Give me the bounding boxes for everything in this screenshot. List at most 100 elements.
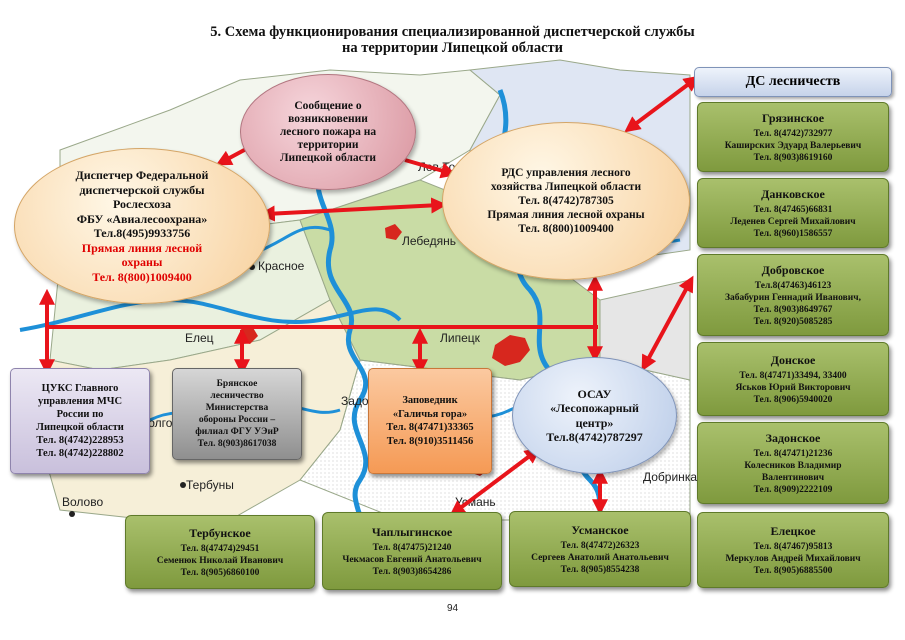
arrow-rds-ds-forestries bbox=[624, 75, 700, 133]
forestry-info: Яськов Юрий Викторович bbox=[735, 382, 851, 393]
map-label-zadonsk: Задо bbox=[341, 394, 369, 408]
forestry-name: Грязинское bbox=[761, 110, 825, 125]
forestry-card-dobrovskoe: Добровское Тел.8(47463)46123 Забабурин Г… bbox=[697, 254, 889, 336]
forestry-info: Тел. 8(905)6860100 bbox=[180, 567, 260, 578]
forestry-info: Валентинович bbox=[761, 472, 825, 483]
federal-phone: Тел.8(495)9933756 bbox=[93, 226, 191, 240]
arrow-osau-to-chaplygin bbox=[449, 447, 541, 517]
map-label-lebedyan: Лебедянь bbox=[402, 234, 456, 248]
federal-hotline-phone: Тел. 8(800)1009400 bbox=[92, 269, 192, 284]
forestry-info: Тел. 8(47467)95813 bbox=[753, 541, 833, 552]
federal-hotline: Прямая линия лесной bbox=[81, 240, 203, 255]
fire-message-oval: Сообщение о возникновении лесного пожара… bbox=[240, 74, 416, 190]
tsuks-line: Липецкой области bbox=[36, 422, 124, 433]
federal-dispatcher-oval: Диспетчер Федеральной диспетчерской служ… bbox=[14, 148, 270, 304]
fire-message-line: лесного пожара на bbox=[279, 125, 377, 138]
forestry-info: Тел. 8(909)2222109 bbox=[753, 484, 833, 495]
rds-hotline-phone: Тел. 8(800)1009400 bbox=[518, 223, 614, 235]
forestry-card-gryazinskoe: Грязинское Тел. 8(4742)732977 Каширских … bbox=[697, 102, 889, 172]
forestry-info: Сергеев Анатолий Анатольевич bbox=[531, 552, 669, 563]
forestry-name: Данковское bbox=[761, 186, 825, 201]
federal-hotline: охраны bbox=[121, 255, 163, 269]
arrow-osau-to-forestries bbox=[641, 275, 694, 372]
tsuks-line: России по bbox=[56, 409, 104, 420]
federal-line: ФБУ «Авиалесоохрана» bbox=[76, 211, 208, 226]
federal-line: Диспетчер Федеральной bbox=[75, 168, 209, 182]
osau-line: «Лесопожарный bbox=[550, 401, 639, 415]
forestry-info: Семенюк Николай Иванович bbox=[156, 555, 284, 566]
map-label-dobrinka: Добринка bbox=[643, 470, 697, 484]
town-dot-volovo bbox=[69, 511, 75, 517]
forestry-info: Каширских Эдуард Валерьевич bbox=[724, 140, 862, 151]
forestry-info: Тел. 8(905)6885500 bbox=[753, 565, 833, 576]
tsuks-line: ЦУКС Главного bbox=[41, 383, 119, 394]
map-label-lipetsk: Липецк bbox=[440, 331, 480, 345]
ds-forestries-header: ДС лесничеств bbox=[694, 67, 892, 97]
bryansk-line: Министерства bbox=[205, 403, 269, 413]
forestry-name: Чаплыгинское bbox=[371, 524, 453, 539]
forestry-info: Меркулов Андрей Михайлович bbox=[725, 553, 861, 564]
rds-line: РДС управления лесного bbox=[501, 167, 631, 179]
forestry-info: Тел. 8(47474)29451 bbox=[180, 543, 260, 554]
river-sosna bbox=[19, 297, 402, 332]
map-label-elets: Елец bbox=[185, 331, 214, 345]
bryansk-line: филиал ФГУ УЭиР bbox=[195, 427, 279, 437]
osau-phone: Тел.8(4742)787297 bbox=[546, 430, 643, 444]
page-title: 5. Схема функционирования специализирова… bbox=[150, 24, 755, 56]
galichya-gora-reserve-box: Заповедник «Галичья гора» Тел. 8(47471)3… bbox=[368, 368, 492, 474]
tsuks-mchs-box: ЦУКС Главного управления МЧС России по Л… bbox=[10, 368, 150, 474]
forestry-info: Колесников Владимир bbox=[744, 460, 842, 471]
forestry-name: Добровское bbox=[761, 262, 825, 277]
tsuks-line: управления МЧС bbox=[37, 396, 123, 407]
forestry-info: Тел. 8(903)8649767 bbox=[753, 304, 833, 315]
reserve-phone: Тел. 8(910)3511456 bbox=[386, 435, 474, 447]
city-lebedyan-shape bbox=[385, 224, 402, 240]
forestry-info: Тел. 8(960)1586557 bbox=[753, 228, 833, 239]
reserve-line: Заповедник bbox=[402, 395, 458, 406]
forestry-info: Чекмасов Евгений Анатольевич bbox=[342, 554, 482, 565]
forestry-card-zadonskoe: Задонское Тел. 8(47471)21236 Колесников … bbox=[697, 422, 889, 504]
forestry-info: Тел. 8(920)5085285 bbox=[753, 316, 833, 327]
reserve-phone: Тел. 8(47471)33365 bbox=[386, 422, 474, 433]
fire-message-line: Липецкой области bbox=[279, 151, 377, 164]
forestry-card-eletskoe: Елецкое Тел. 8(47467)95813 Меркулов Андр… bbox=[697, 512, 889, 588]
tsuks-phone: Тел. 8(4742)228953 bbox=[36, 435, 124, 446]
forestry-name: Елецкое bbox=[770, 523, 816, 538]
forestry-info: Тел. 8(47465)66831 bbox=[753, 204, 833, 215]
osau-oval: ОСАУ «Лесопожарный центр» Тел.8(4742)787… bbox=[512, 357, 677, 474]
forestry-name: Задонское bbox=[765, 430, 821, 445]
tsuks-phone: Тел. 8(4742)228802 bbox=[36, 448, 124, 459]
forestry-card-chaplyginskoe: Чаплыгинское Тел. 8(47475)21240 Чекмасов… bbox=[322, 512, 502, 590]
page-title-line-2: на территории Липецкой области bbox=[342, 40, 563, 56]
fire-message-line: территории bbox=[297, 138, 359, 151]
fire-message-line: Сообщение о bbox=[294, 99, 362, 112]
town-dot-terbuny bbox=[180, 482, 186, 488]
arrow-federal-rds bbox=[258, 197, 448, 222]
forestry-info: Забабурин Геннадий Иванович, bbox=[725, 292, 861, 303]
rds-line: хозяйства Липецкой области bbox=[490, 181, 642, 193]
forestry-card-usmanskoe: Усманское Тел. 8(47472)26323 Сергеев Ана… bbox=[509, 511, 691, 587]
forestry-name: Тербунское bbox=[189, 525, 251, 540]
forestry-info: Тел. 8(905)8554238 bbox=[560, 564, 640, 575]
forestry-info: Тел. 8(47471)33494, 33400 bbox=[739, 370, 847, 381]
forestry-name: Усманское bbox=[571, 522, 629, 537]
forestry-card-donskoe: Донское Тел. 8(47471)33494, 33400 Яськов… bbox=[697, 342, 889, 416]
rds-phone: Тел. 8(4742)787305 bbox=[518, 195, 614, 207]
forestry-info: Тел. 8(903)8654286 bbox=[372, 566, 452, 577]
city-lipetsk-shape bbox=[492, 335, 530, 366]
bryansk-line: Брянское bbox=[216, 379, 258, 389]
arrow-message-to-rds bbox=[404, 158, 457, 179]
page-number: 94 bbox=[446, 603, 459, 614]
forestry-card-dankovskoe: Данковское Тел. 8(47465)66831 Леденев Се… bbox=[697, 178, 889, 248]
forestry-info: Тел. 8(47472)26323 bbox=[560, 540, 640, 551]
map-label-terbuny: Тербуны bbox=[186, 478, 234, 492]
page-title-line-1: 5. Схема функционирования специализирова… bbox=[210, 24, 695, 40]
forestry-info: Тел.8(47463)46123 bbox=[754, 280, 832, 291]
forestry-info: Тел. 8(47471)21236 bbox=[753, 448, 833, 459]
rds-oval: РДС управления лесного хозяйства Липецко… bbox=[442, 122, 690, 280]
fire-message-line: возникновении bbox=[288, 112, 368, 125]
federal-line: диспетчерской службы bbox=[79, 182, 205, 197]
bryansk-line: лесничество bbox=[210, 391, 264, 401]
reserve-line: «Галичья гора» bbox=[392, 408, 468, 420]
